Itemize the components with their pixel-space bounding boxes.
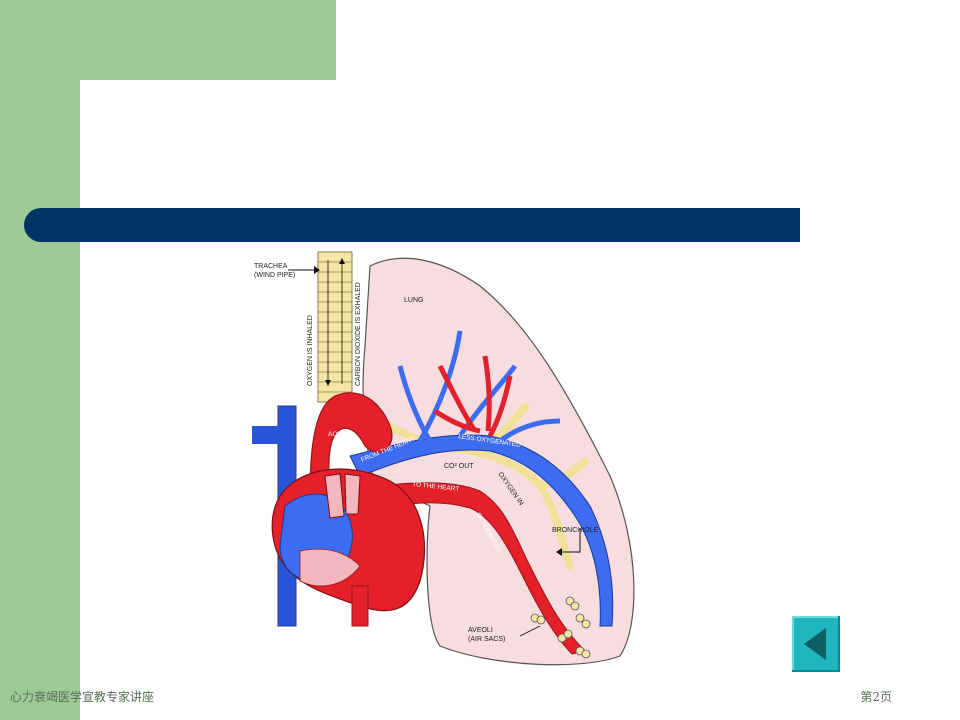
label-bronchiole: BRONCHIOLE: [552, 527, 599, 534]
title-bar: [24, 208, 800, 242]
label-oxygen-inhaled: OXYGEN IS INHALED: [307, 315, 314, 386]
label-to-heart: TO THE HEART: [412, 481, 460, 493]
label-co2-exhaled: CARBON DIOXIDE IS EXHALED: [355, 282, 362, 386]
green-top-band: [0, 0, 336, 80]
triangle-left-icon: [804, 628, 826, 660]
label-wind-pipe: (WIND PIPE): [254, 272, 295, 279]
label-trachea: TRACHEA: [254, 263, 288, 270]
heart-lung-diagram: TRACHEA (WIND PIPE) OXYGEN IS INHALED CA…: [252, 251, 635, 666]
label-lung: LUNG: [404, 297, 423, 304]
alveoli: [530, 596, 591, 659]
footer-title: 心力衰竭医学宣教专家讲座: [10, 690, 155, 704]
back-button[interactable]: [792, 616, 840, 672]
trachea: [317, 251, 353, 403]
page-number: 第2页: [860, 690, 892, 704]
label-air-sacs: (AIR SACS): [468, 636, 505, 643]
label-co2-out: CO² OUT: [444, 463, 474, 470]
green-side-band: [0, 0, 80, 720]
label-aorta: AORTA: [328, 431, 350, 438]
label-aveoli: AVEOLI: [468, 627, 493, 634]
aorta: [309, 392, 393, 507]
